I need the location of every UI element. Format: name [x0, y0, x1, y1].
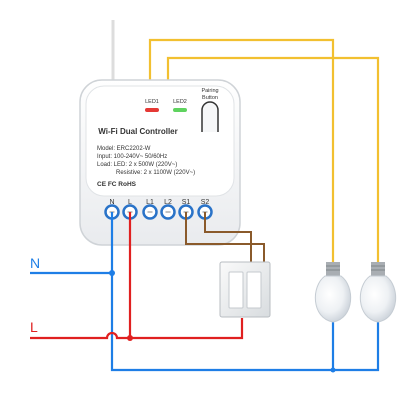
neutral-junction — [109, 270, 115, 276]
led1-indicator — [145, 108, 159, 112]
s1-wire — [185, 212, 265, 262]
pairing-label-2: Button — [202, 95, 218, 101]
neutral-lamp-junction — [330, 367, 336, 373]
bulb1-glass — [314, 275, 352, 323]
led1-label: LED1 — [145, 99, 159, 105]
switch-plate — [219, 261, 271, 318]
terminal-label-s1: S1 — [182, 199, 191, 206]
neutral-lamp-wire — [110, 273, 335, 372]
bulb2-cap — [371, 262, 385, 276]
live-wires — [30, 212, 244, 340]
switch-icon[interactable] — [219, 261, 271, 318]
terminal-label-s2: S2 — [201, 199, 210, 206]
terminal-label-l2: L2 — [164, 199, 172, 206]
neutral-supply-label: N — [30, 255, 40, 271]
led2-label: LED2 — [173, 99, 187, 105]
bulb2-glass — [359, 275, 397, 323]
bulb-icon — [359, 262, 397, 323]
controller-load-resistive: Resistive: 2 x 1100W (220V~) — [116, 170, 195, 176]
pairing-button[interactable] — [201, 101, 219, 132]
terminal-label-l1: L1 — [146, 199, 154, 206]
pairing-label-1: Pairing — [201, 88, 218, 94]
live-junction — [127, 335, 133, 341]
s2-wire — [204, 212, 252, 262]
controller-model: Model: ERC2202-W — [97, 146, 151, 152]
controller-input: Input: 100-240V~ 50/60Hz — [97, 154, 167, 160]
neutral-lamp2-wire — [333, 320, 380, 372]
led2-indicator — [173, 108, 187, 112]
live-supply-wire — [30, 331, 130, 340]
switch-rocker-left[interactable] — [228, 271, 244, 309]
bulb1-cap — [326, 262, 340, 276]
bulb-icon — [314, 262, 352, 323]
terminal-label-n: N — [109, 199, 114, 206]
controller-title: Wi-Fi Dual Controller — [98, 127, 177, 136]
live-supply-label: L — [30, 319, 38, 335]
controller-load-led: Load: LED: 2 x 500W (220V~) — [97, 162, 177, 168]
controller: LED1 LED2 Pairing Button Wi-Fi Dual Cont… — [79, 79, 241, 246]
switch-wires — [185, 212, 265, 262]
controller-cert: CE FC RoHS — [97, 181, 137, 188]
switch-rocker-right[interactable] — [246, 271, 262, 309]
terminal-label-l: L — [128, 199, 132, 206]
live-terminal-wire — [128, 212, 244, 340]
controller-face — [85, 85, 235, 197]
